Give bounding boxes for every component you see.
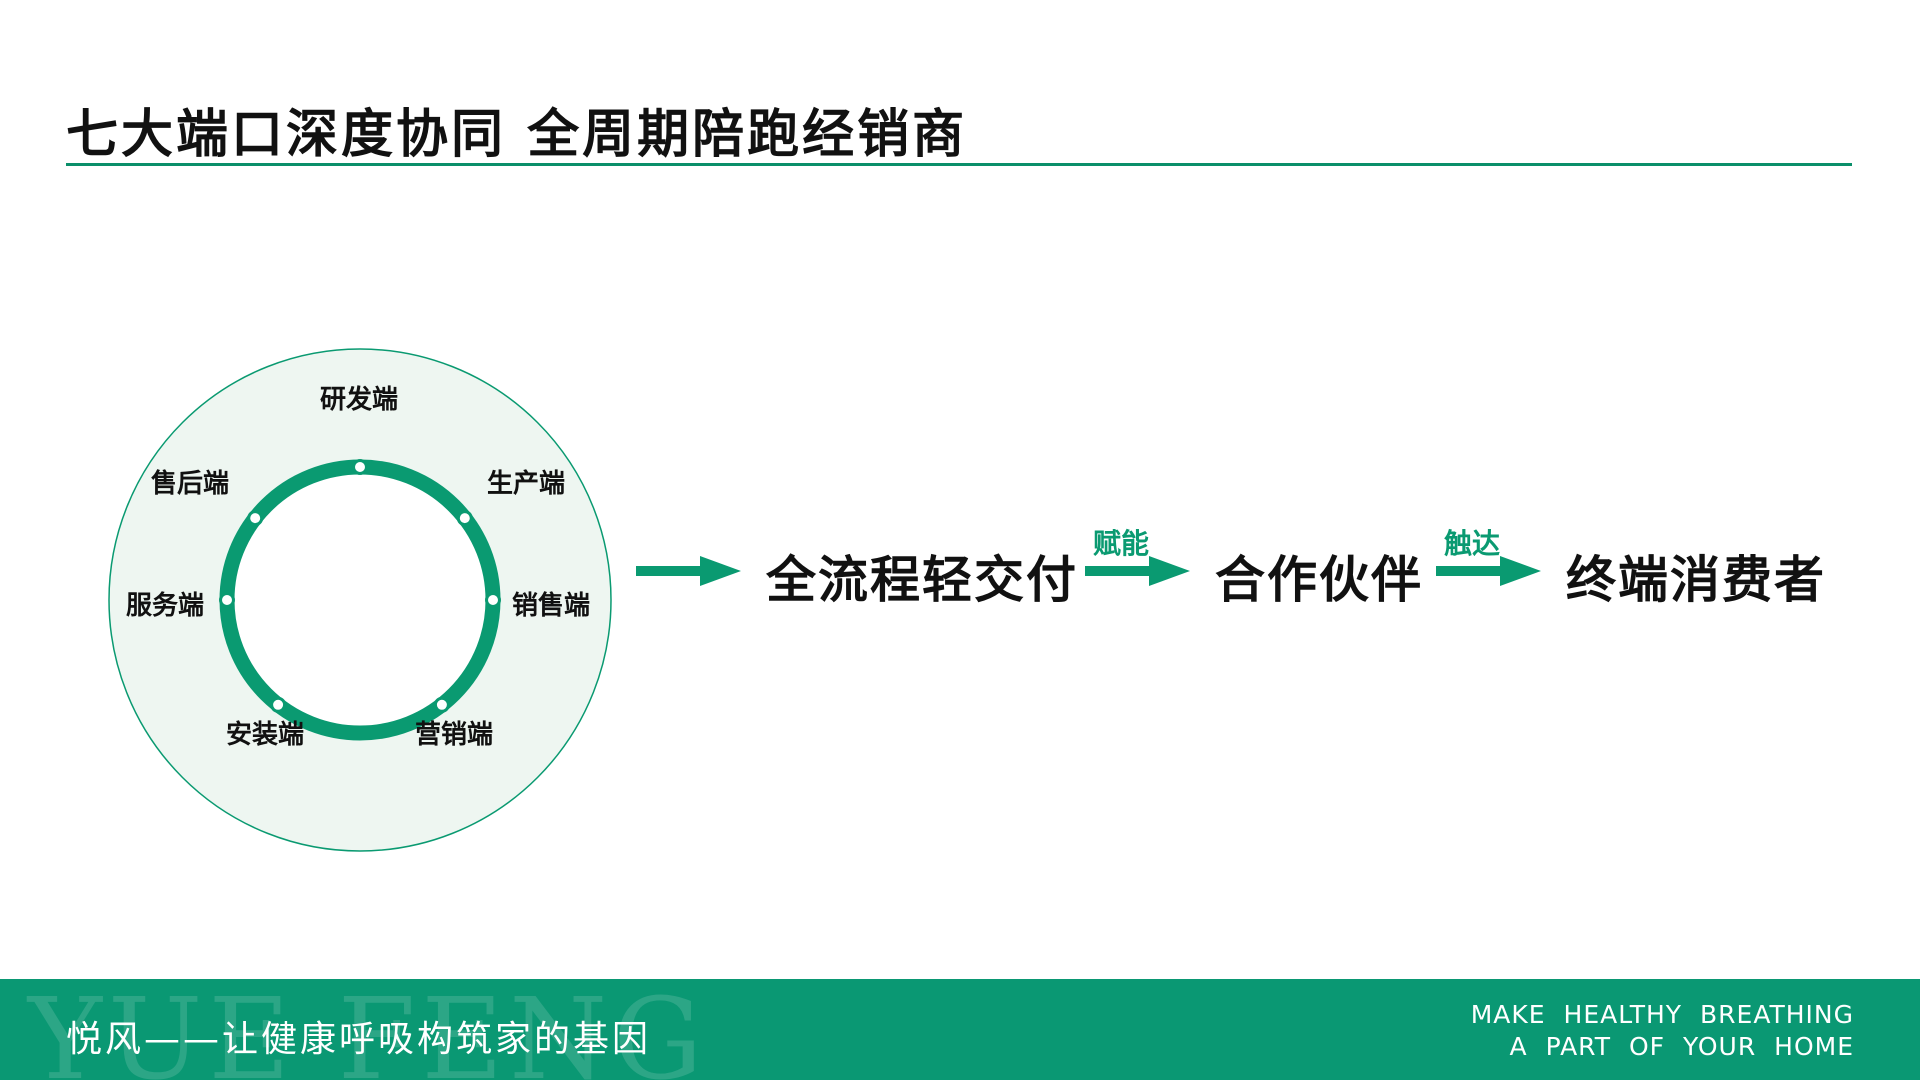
ring-node-dot [247,510,264,527]
arrow-partner-to-consumer [1436,556,1541,586]
footer-band: YUE FENG 悦风——让健康呼吸构筑家的基因 MAKE HEALTHY BR… [0,979,1920,1080]
node-label-aftersales: 售后端 [151,469,230,499]
footer-watermark: YUE FENG [28,979,709,1080]
flow-step-partner: 合作伙伴 [1215,551,1423,609]
node-label-service: 服务端 [126,591,205,621]
arrow-ring-to-delivery [636,556,741,586]
node-label-rnd: 研发端 [320,385,399,415]
ring-node-dot [433,696,450,713]
ring-node-dot [485,592,501,608]
flow-step-consumer: 终端消费者 [1566,551,1826,609]
ring-node-dots [219,459,501,713]
node-label-sales: 销售端 [512,591,591,621]
node-label-marketing: 营销端 [415,720,494,750]
title-divider [66,163,1852,166]
footer-english-line-2: A PART OF YOUR HOME [1509,1032,1854,1061]
inner-ring [219,459,501,741]
node-label-installation: 安装端 [226,720,305,750]
footer-english-line-1: MAKE HEALTHY BREATHING [1470,1000,1854,1029]
ring-node-dot [219,592,235,608]
edge-label-empower: 赋能 [1093,527,1150,560]
ring-node-dot [352,459,368,475]
footer-slogan: 悦风——让健康呼吸构筑家的基因 [66,1019,652,1060]
ring-node-dot [270,696,287,713]
edge-label-reach: 触达 [1444,527,1501,560]
node-label-production: 生产端 [487,469,566,499]
arrow-delivery-to-partner [1085,556,1190,586]
flow-step-light-delivery: 全流程轻交付 [766,551,1078,609]
footer-english-tagline: MAKE HEALTHY BREATHING A PART OF YOUR HO… [1471,999,1854,1063]
page-title: 七大端口深度协同 全周期陪跑经销商 [66,105,968,165]
ring-node-dot [456,510,473,527]
